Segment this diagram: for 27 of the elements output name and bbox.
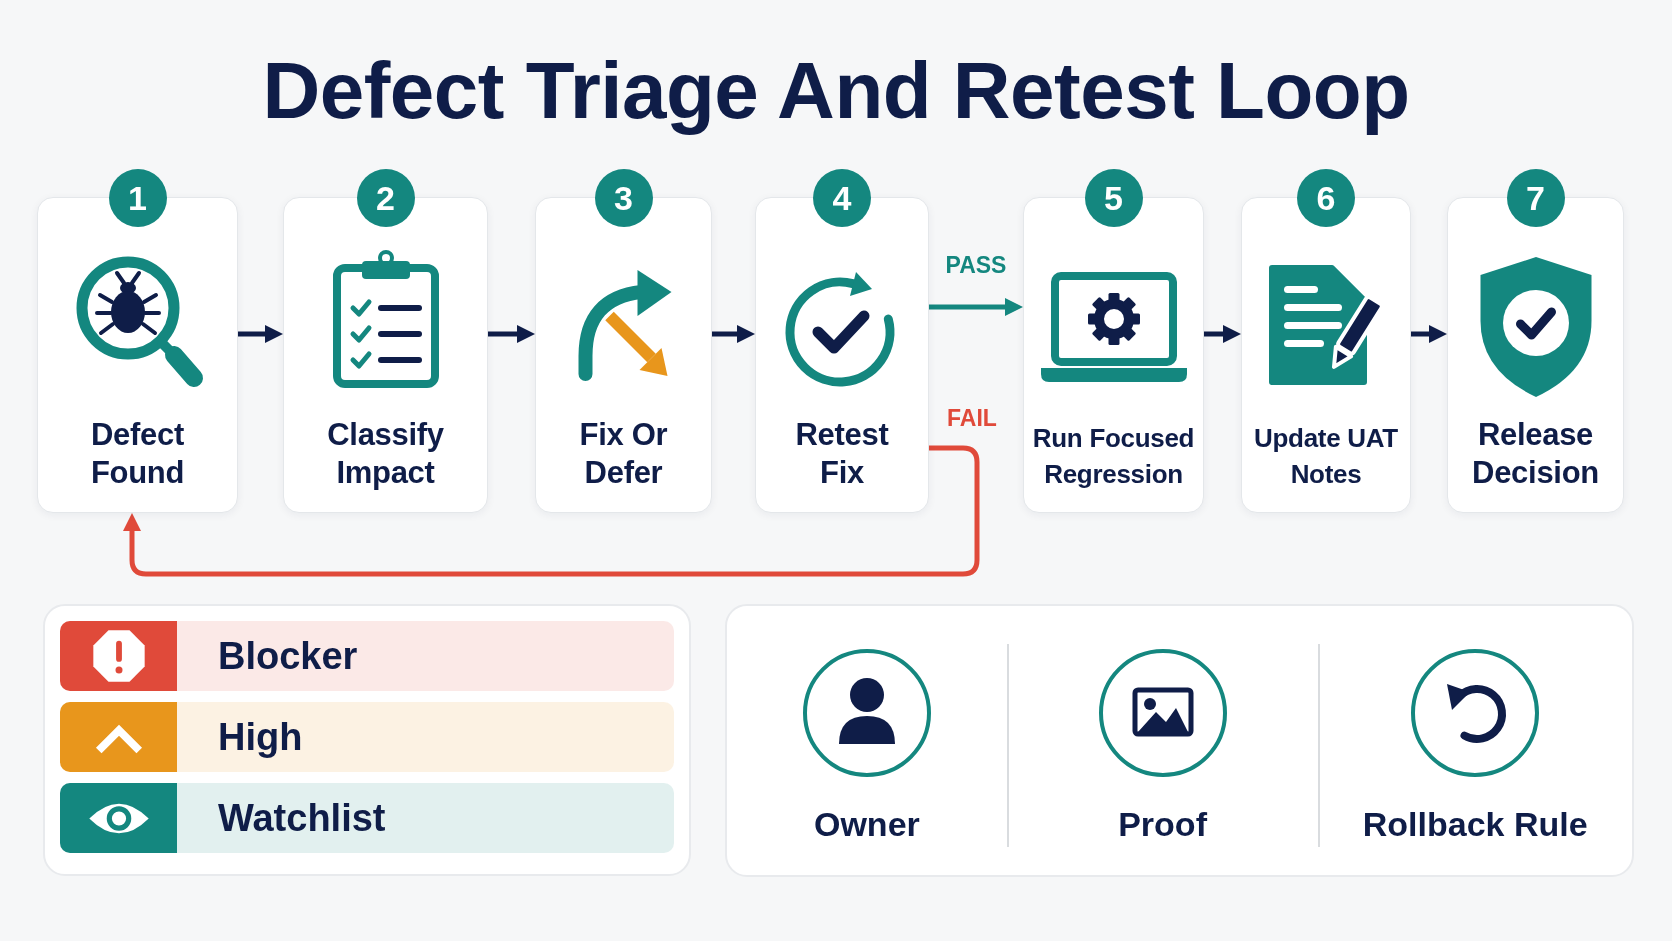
arrow	[1204, 325, 1241, 343]
arrow	[488, 325, 535, 343]
step-number-badge: 2	[356, 169, 415, 227]
arrow	[929, 298, 1023, 316]
step-number-badge: 5	[1084, 169, 1143, 227]
step-label: Defect Found	[89, 416, 186, 492]
arrow	[238, 325, 283, 343]
legend-label: Watchlist	[218, 796, 386, 840]
legend-label: Blocker	[218, 634, 358, 678]
step-number-badge: 7	[1506, 169, 1565, 227]
step-label: Run Focused Regression	[1031, 422, 1196, 491]
item-label: Rollback Rule	[1362, 804, 1588, 844]
arrow	[1411, 325, 1447, 343]
step-label: Retest Fix	[794, 416, 890, 492]
item-label: Proof	[1118, 804, 1207, 844]
step-number-badge: 4	[813, 169, 871, 227]
step-label: Update UAT Notes	[1253, 422, 1399, 491]
arrow	[712, 325, 755, 343]
step-number-badge: 1	[108, 169, 167, 227]
step-label: Classify Impact	[326, 416, 445, 492]
item-label: Owner	[813, 804, 920, 844]
step-label: Fix Or Defer	[578, 416, 669, 492]
legend-label: High	[218, 715, 303, 759]
step-number-badge: 3	[594, 169, 653, 227]
step-number-badge: 6	[1297, 169, 1355, 227]
step-label: Release Decision	[1471, 416, 1600, 492]
arrow	[123, 445, 980, 577]
